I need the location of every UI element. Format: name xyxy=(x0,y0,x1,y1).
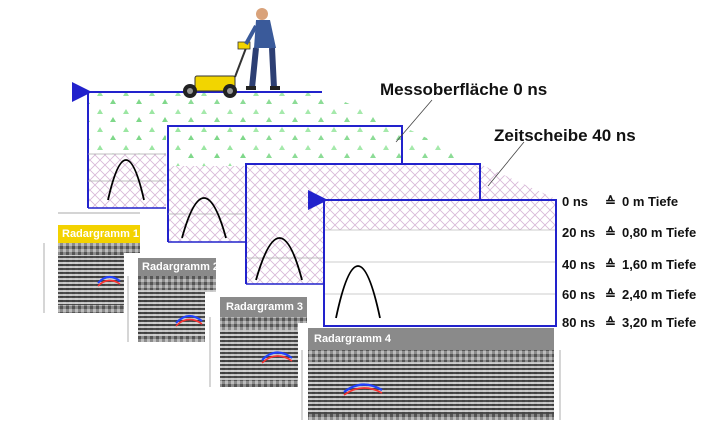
surface-label: Messoberfläche 0 ns xyxy=(380,80,548,99)
radargram-2-title-bar xyxy=(138,258,216,276)
timeslice-panel-2 xyxy=(167,125,480,243)
depth-row-4-depth: 3,20 m Tiefe xyxy=(622,315,697,330)
leader-line xyxy=(487,141,525,187)
timeslice-label: Zeitscheibe 40 ns xyxy=(494,126,636,145)
depth-row-2-symbol: ≙ xyxy=(605,257,616,272)
hyperbola-reflection xyxy=(261,351,293,361)
radargram-4 xyxy=(298,323,570,423)
radargram-3 xyxy=(205,292,307,390)
depth-row-3-time: 60 ns xyxy=(562,287,596,302)
depth-row-1-depth: 0,80 m Tiefe xyxy=(622,225,697,240)
hyperbola-curve xyxy=(335,265,381,319)
depth-row-2-depth: 1,60 m Tiefe xyxy=(622,257,697,272)
hyperbola-curve xyxy=(255,237,303,281)
hyperbola-reflection xyxy=(97,276,121,284)
depth-row-4-time: 80 ns xyxy=(562,315,596,330)
timeslice-panel-4 xyxy=(308,190,557,327)
radargram-1-title-bar xyxy=(58,225,140,243)
depth-row-1-symbol: ≙ xyxy=(605,225,616,240)
depth-row-3-symbol: ≙ xyxy=(605,287,616,302)
timeslice-panel-1 xyxy=(72,82,400,209)
timeslice-panel-3 xyxy=(245,163,558,285)
depth-row-0-time: 0 ns xyxy=(562,194,589,209)
person-with-gpr-cart-icon xyxy=(183,8,280,98)
depth-row-0-depth: 0 m Tiefe xyxy=(622,194,679,209)
depth-row-1-time: 20 ns xyxy=(562,225,596,240)
radargram-3-title: Radargramm 3 xyxy=(226,301,304,313)
radargram-3-title-bar xyxy=(220,297,307,317)
radargram-2-title: Radargramm 2 xyxy=(142,261,220,273)
hyperbola-curve xyxy=(107,159,145,201)
depth-row-2-time: 40 ns xyxy=(562,257,596,272)
depth-row-3-depth: 2,40 m Tiefe xyxy=(622,287,697,302)
hyperbola-reflection xyxy=(175,315,203,324)
radargram-4-title-bar xyxy=(308,328,554,350)
radargram-2 xyxy=(124,253,216,345)
radargram-4-title: Radargramm 4 xyxy=(314,333,392,345)
leader-line xyxy=(395,99,433,143)
hyperbola-reflection xyxy=(343,383,383,393)
radargram-1-title: Radargramm 1 xyxy=(62,228,140,240)
depth-row-4-symbol: ≙ xyxy=(605,315,616,330)
depth-row-0-symbol: ≙ xyxy=(605,194,616,209)
hyperbola-curve xyxy=(181,197,227,239)
